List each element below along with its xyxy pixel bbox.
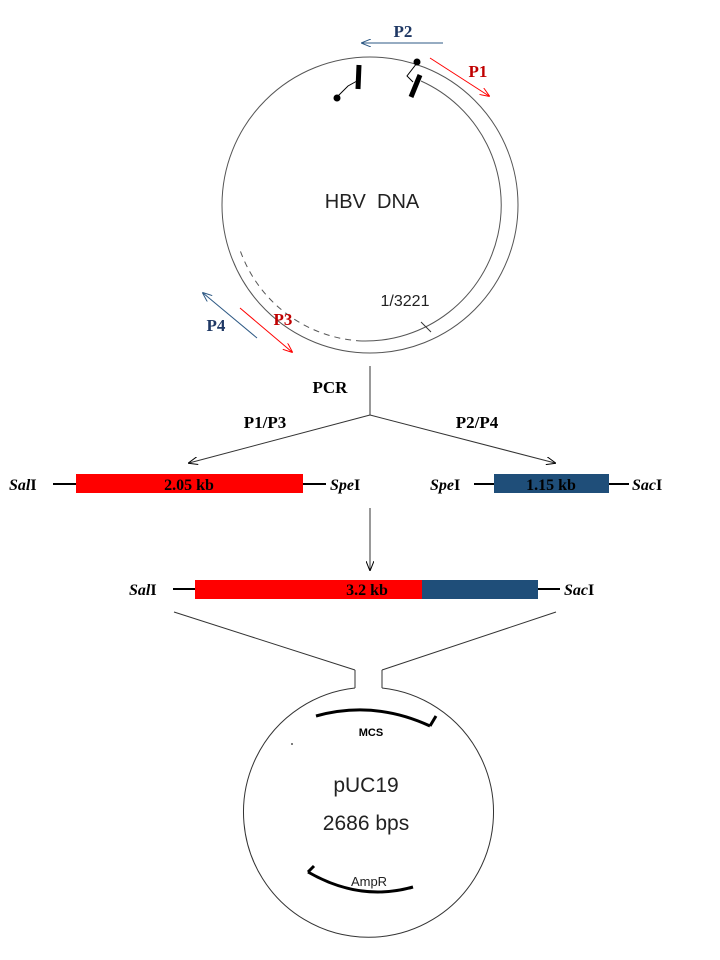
puc19-name: pUC19 [333, 774, 398, 797]
mcs-arc [315, 708, 431, 728]
pcr-branch-left [189, 414, 371, 463]
hbv-dna-label: HBV DNA [325, 191, 420, 213]
hbv-nick-marker-left [355, 64, 362, 90]
hbv-position-tick [420, 321, 432, 333]
fragment-fused-red-part [195, 580, 422, 599]
pcr-pair-right-label: P2/P4 [456, 413, 499, 432]
insertion-line-right [381, 611, 557, 671]
ampr-label: AmpR [351, 874, 387, 889]
fragment-left [53, 474, 326, 493]
pcr-branch-right [369, 414, 555, 463]
ampr-arrowhead [306, 864, 316, 874]
hbv-inner-strand [361, 80, 502, 342]
fragment-right-bar [494, 474, 609, 493]
fragment-fused [173, 580, 560, 599]
fragment-fused-site-left: SalI [129, 582, 157, 599]
primer-p2-label: P2 [394, 22, 413, 41]
primer-p4-label: P4 [207, 316, 226, 335]
hbv-cap-dot-right [413, 58, 421, 66]
puc19-vector-circle [243, 670, 494, 938]
hbv-nick-marker-right [408, 74, 423, 98]
insertion-line-left [173, 611, 356, 671]
hbv-cap-left [336, 80, 358, 98]
pcr-pair-left-label: P1/P3 [244, 413, 287, 432]
primer-p3-label: P3 [274, 310, 293, 329]
pcr-label: PCR [313, 378, 349, 397]
hbv-cap-right [406, 62, 418, 83]
hbv-inner-strand-dashed [239, 249, 363, 342]
fragment-left-site-left: SalI [9, 477, 37, 494]
puc19-speck [291, 743, 293, 745]
fragment-left-site-right: SpeI [330, 477, 360, 494]
hbv-position-label: 1/3221 [381, 293, 430, 310]
primer-p4-arrow [203, 293, 258, 339]
mcs-arrowhead [428, 715, 438, 727]
hbv-cap-dot-left [333, 94, 341, 102]
primer-p3-arrow [239, 307, 292, 352]
fragment-right-size: 1.15 kb [526, 477, 576, 494]
fragment-fused-site-right: SacI [564, 582, 594, 599]
fragment-fused-blue-part [422, 580, 538, 599]
primer-p1-label: P1 [469, 62, 488, 81]
ampr-arc [307, 870, 414, 894]
fragment-right [474, 474, 629, 493]
fragment-left-bar [76, 474, 303, 493]
puc19-size: 2686 bps [323, 812, 409, 835]
fragment-left-size: 2.05 kb [164, 477, 214, 494]
fragment-fused-size: 3.2 kb [346, 582, 388, 599]
hbv-dna-circle [221, 56, 519, 354]
primer-p1-arrow [429, 57, 489, 96]
puc19-backbone [243, 687, 494, 938]
mcs-label: MCS [359, 727, 383, 739]
fragment-right-site-right: SacI [632, 477, 662, 494]
fragment-right-site-left: SpeI [430, 477, 460, 494]
